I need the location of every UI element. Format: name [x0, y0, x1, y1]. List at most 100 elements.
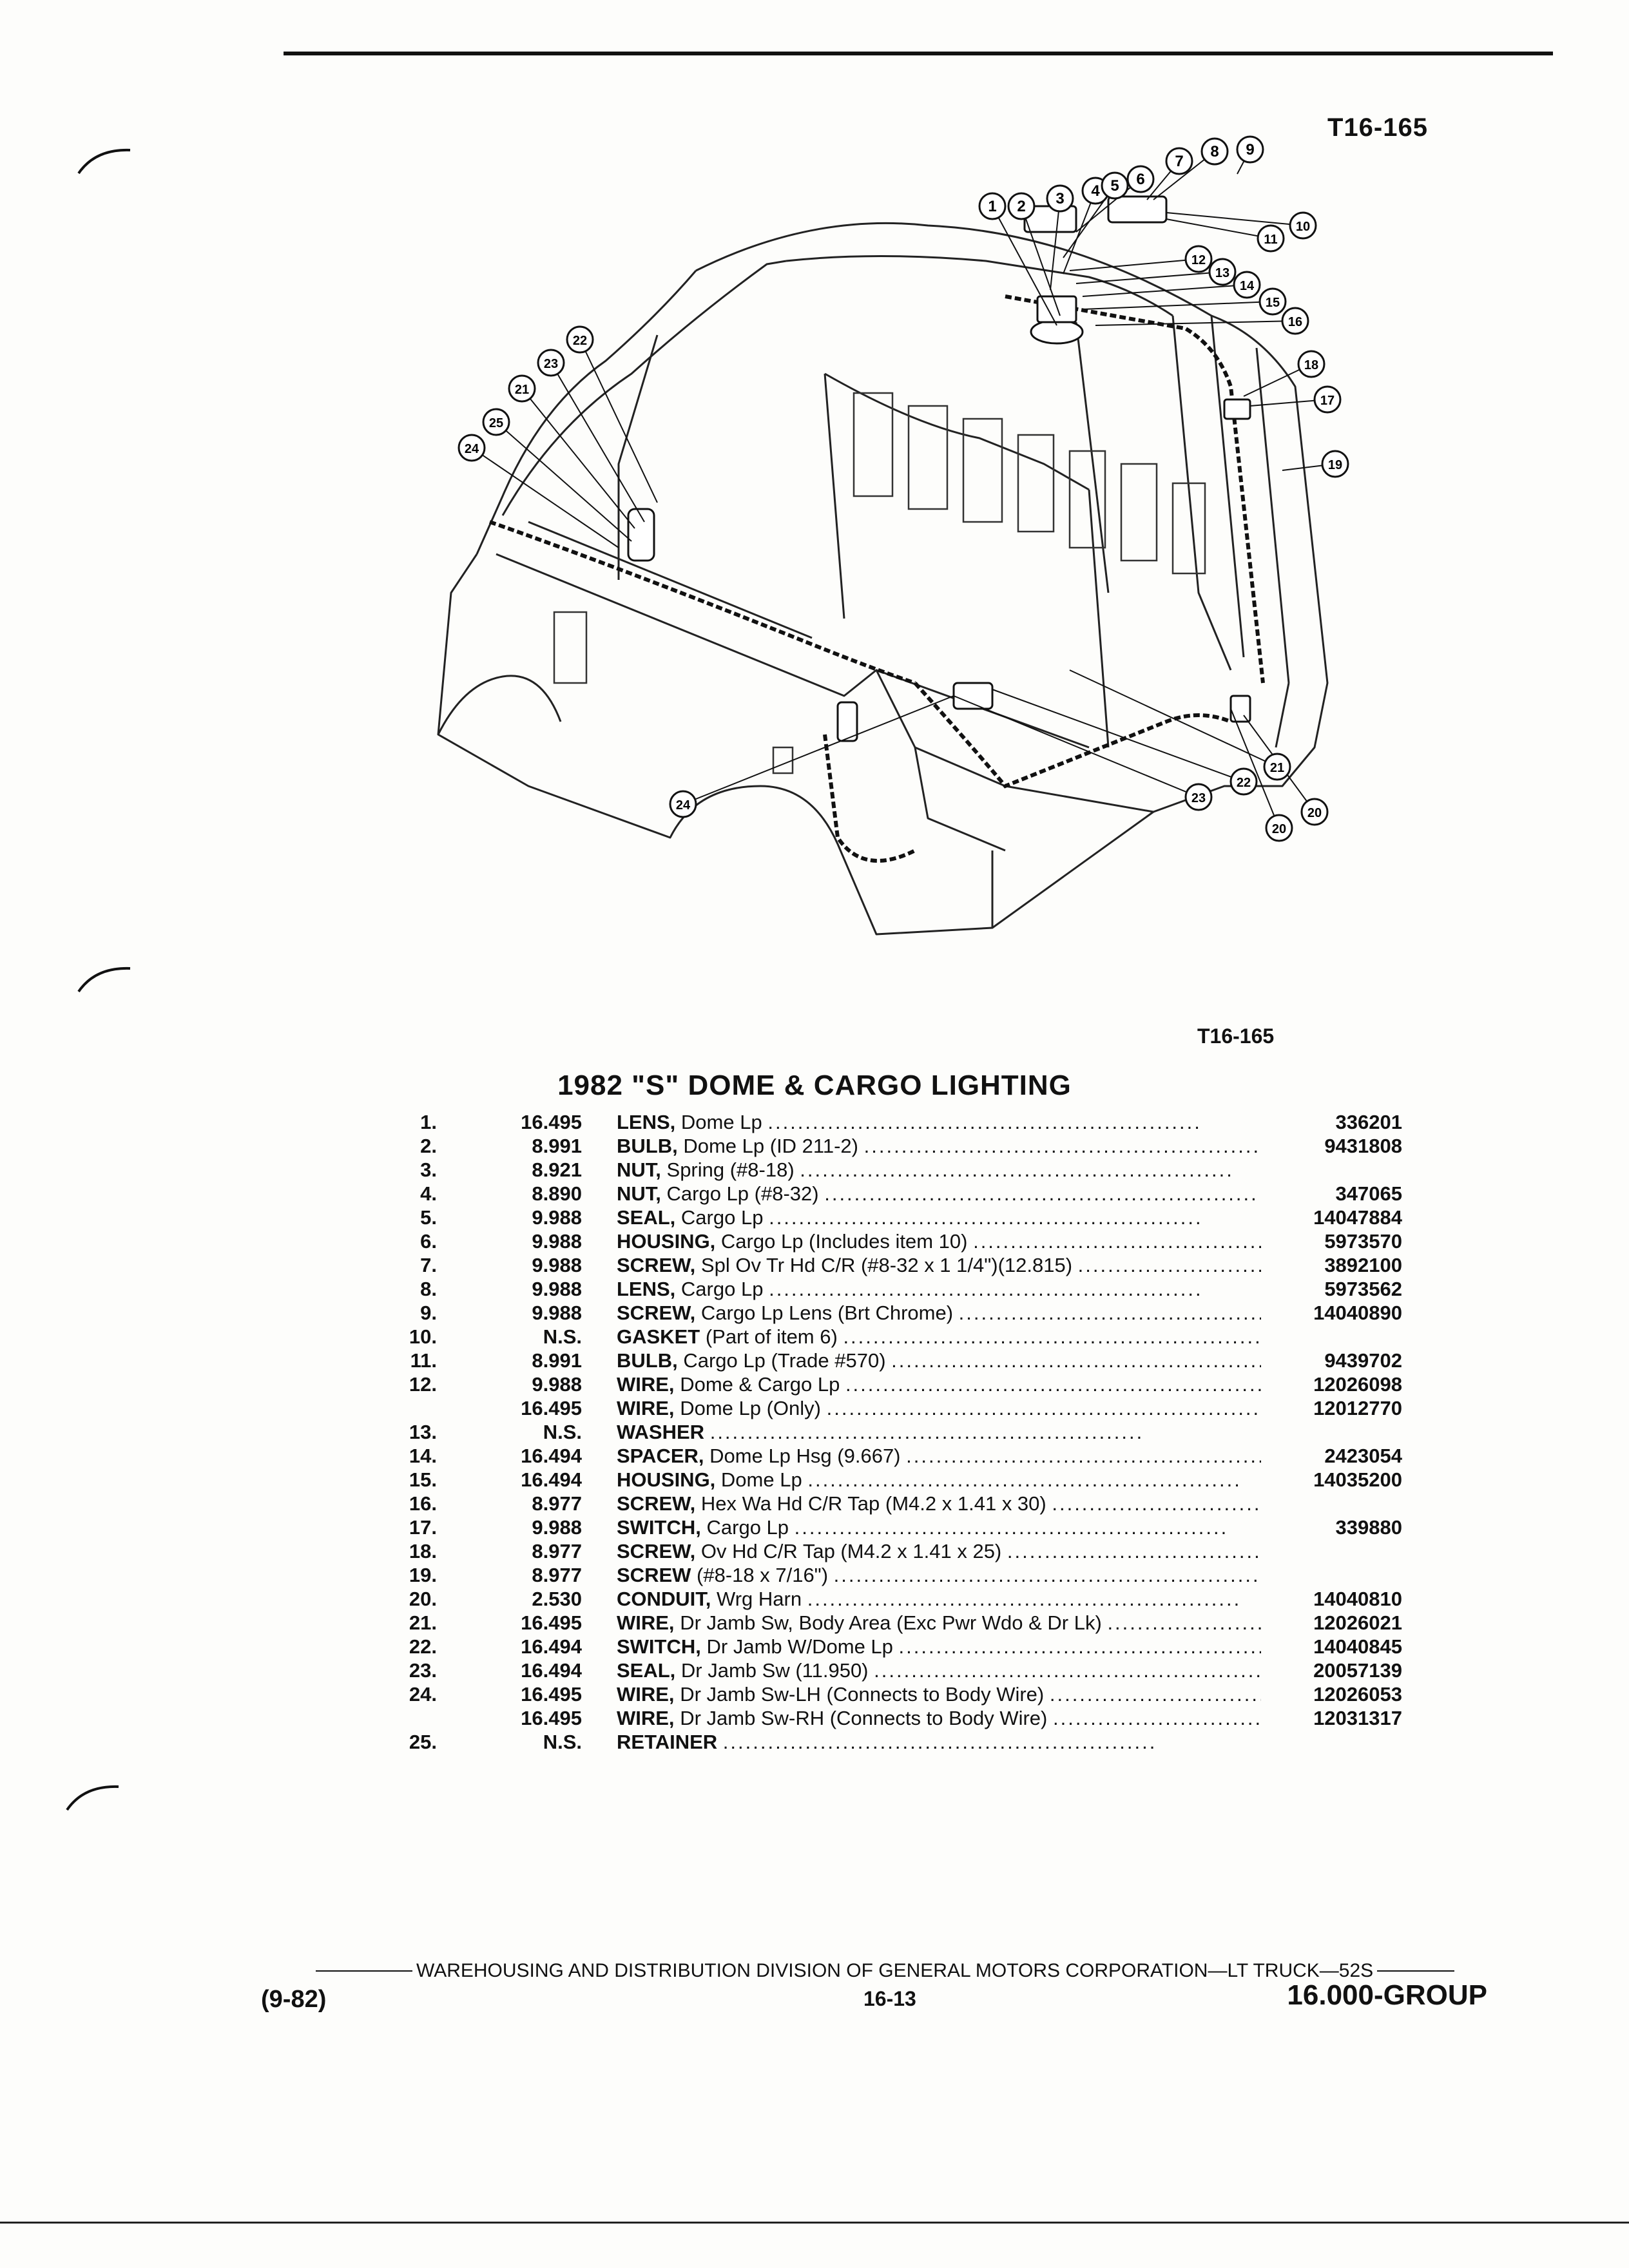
callout-9: 9 — [1236, 135, 1264, 164]
part-name: NUT, — [617, 1158, 661, 1181]
part-description: HOUSING, Cargo Lp (Includes item 10) ...… — [617, 1230, 1261, 1253]
part-detail: Cargo Lp — [680, 1206, 764, 1229]
part-name: WIRE, — [617, 1373, 675, 1396]
part-name: NUT, — [617, 1182, 661, 1205]
footer-division-line: WAREHOUSING AND DISTRIBUTION DIVISION OF… — [312, 1960, 1485, 1982]
group-code: 16.495 — [521, 1611, 582, 1634]
part-number: 14040845 — [1313, 1635, 1402, 1658]
leader-dots: ........................................… — [1053, 1707, 1261, 1729]
item-number: 3. — [420, 1158, 437, 1181]
callout-20: 20 — [1300, 798, 1329, 826]
callout-22: 22 — [566, 325, 594, 354]
group-code: 9.988 — [532, 1254, 582, 1276]
leader-dots: ........................................… — [807, 1468, 1242, 1491]
part-name: RETAINER — [617, 1731, 718, 1753]
part-description: SCREW, Hex Wa Hd C/R Tap (M4.2 x 1.41 x … — [617, 1492, 1261, 1515]
part-detail: Dome Lp (Only) — [680, 1397, 821, 1419]
callout-1: 1 — [978, 192, 1007, 220]
part-name: CONDUIT, — [617, 1588, 711, 1610]
part-description: BULB, Dome Lp (ID 211-2) ...............… — [617, 1135, 1261, 1158]
footer-rule — [0, 2222, 1629, 2224]
leader-dots: ........................................… — [769, 1206, 1203, 1229]
group-code: 8.977 — [532, 1564, 582, 1586]
leader-dots: ........................................… — [958, 1302, 1261, 1324]
item-number: 9. — [420, 1302, 437, 1324]
footer-division-text: WAREHOUSING AND DISTRIBUTION DIVISION OF… — [416, 1960, 1374, 1981]
part-detail: Dome Lp — [680, 1111, 762, 1133]
callout-14: 14 — [1233, 271, 1261, 299]
item-number: 25. — [409, 1731, 437, 1753]
item-number: 13. — [409, 1421, 437, 1443]
part-description: LENS, Cargo Lp .........................… — [617, 1278, 1261, 1301]
part-detail: Cargo Lp (#8-32) — [666, 1182, 819, 1205]
callout-5: 5 — [1101, 171, 1129, 200]
part-detail: Dome Lp Hsg (9.667) — [709, 1445, 901, 1467]
item-number: 4. — [420, 1182, 437, 1205]
group-code: 8.977 — [532, 1492, 582, 1515]
part-detail: Dome & Cargo Lp — [680, 1373, 840, 1396]
part-name: WIRE, — [617, 1397, 675, 1419]
group-code: 16.495 — [521, 1111, 582, 1133]
leader-dots: ........................................… — [1049, 1683, 1261, 1706]
group-code: 9.988 — [532, 1278, 582, 1300]
callout-15: 15 — [1258, 287, 1287, 316]
part-description: SWITCH, Dr Jamb W/Dome Lp ..............… — [617, 1635, 1261, 1658]
item-number: 22. — [409, 1635, 437, 1658]
part-number: 5973570 — [1324, 1230, 1402, 1253]
part-name: LENS, — [617, 1111, 676, 1133]
callout-17: 17 — [1313, 385, 1342, 414]
leader-dots: ........................................… — [898, 1635, 1261, 1658]
part-name: BULB, — [617, 1135, 678, 1157]
leader-dots: ........................................… — [833, 1564, 1261, 1586]
part-name: SCREW, — [617, 1254, 696, 1276]
callout-label: 5 — [1110, 177, 1119, 195]
part-description: SWITCH, Cargo Lp .......................… — [617, 1516, 1261, 1539]
group-code: 8.991 — [532, 1349, 582, 1372]
part-number: 3892100 — [1324, 1254, 1402, 1276]
item-number: 2. — [420, 1135, 437, 1157]
item-number: 23. — [409, 1659, 437, 1682]
section-title: 1982 "S" DOME & CARGO LIGHTING — [557, 1070, 1072, 1101]
part-detail: Spring (#8-18) — [666, 1158, 795, 1181]
part-number: 12026098 — [1313, 1373, 1402, 1396]
callout-label: 1 — [988, 198, 996, 215]
leader-dots: ........................................… — [800, 1158, 1234, 1181]
callout-label: 24 — [676, 798, 691, 812]
callout-22: 22 — [1229, 767, 1258, 796]
callout-11: 11 — [1257, 224, 1285, 253]
part-number: 14047884 — [1313, 1206, 1402, 1229]
part-description: SCREW, Spl Ov Tr Hd C/R (#8-32 x 1 1/4")… — [617, 1254, 1261, 1277]
part-number: 9431808 — [1324, 1135, 1402, 1157]
callout-label: 20 — [1272, 822, 1286, 836]
callout-18: 18 — [1297, 350, 1325, 378]
callout-label: 12 — [1191, 253, 1206, 267]
group-code: 9.988 — [532, 1516, 582, 1539]
callout-label: 6 — [1136, 171, 1144, 188]
leader-dots: ........................................… — [769, 1278, 1203, 1300]
callout-label: 14 — [1240, 279, 1255, 293]
item-number: 18. — [409, 1540, 437, 1562]
part-number: 14040890 — [1313, 1302, 1402, 1324]
part-name: GASKET — [617, 1325, 700, 1348]
leader-dots: ........................................… — [1007, 1540, 1261, 1562]
group-code: 8.890 — [532, 1182, 582, 1205]
group-code: 8.991 — [532, 1135, 582, 1157]
leader-dots: ........................................… — [1052, 1492, 1261, 1515]
part-detail: Dr Jamb Sw, Body Area (Exc Pwr Wdo & Dr … — [680, 1611, 1102, 1634]
leader-dots: ........................................… — [863, 1135, 1261, 1157]
leader-dots: ........................................… — [709, 1421, 1144, 1443]
callout-label: 21 — [1270, 761, 1284, 775]
part-description: WIRE, Dome & Cargo Lp ..................… — [617, 1373, 1261, 1396]
